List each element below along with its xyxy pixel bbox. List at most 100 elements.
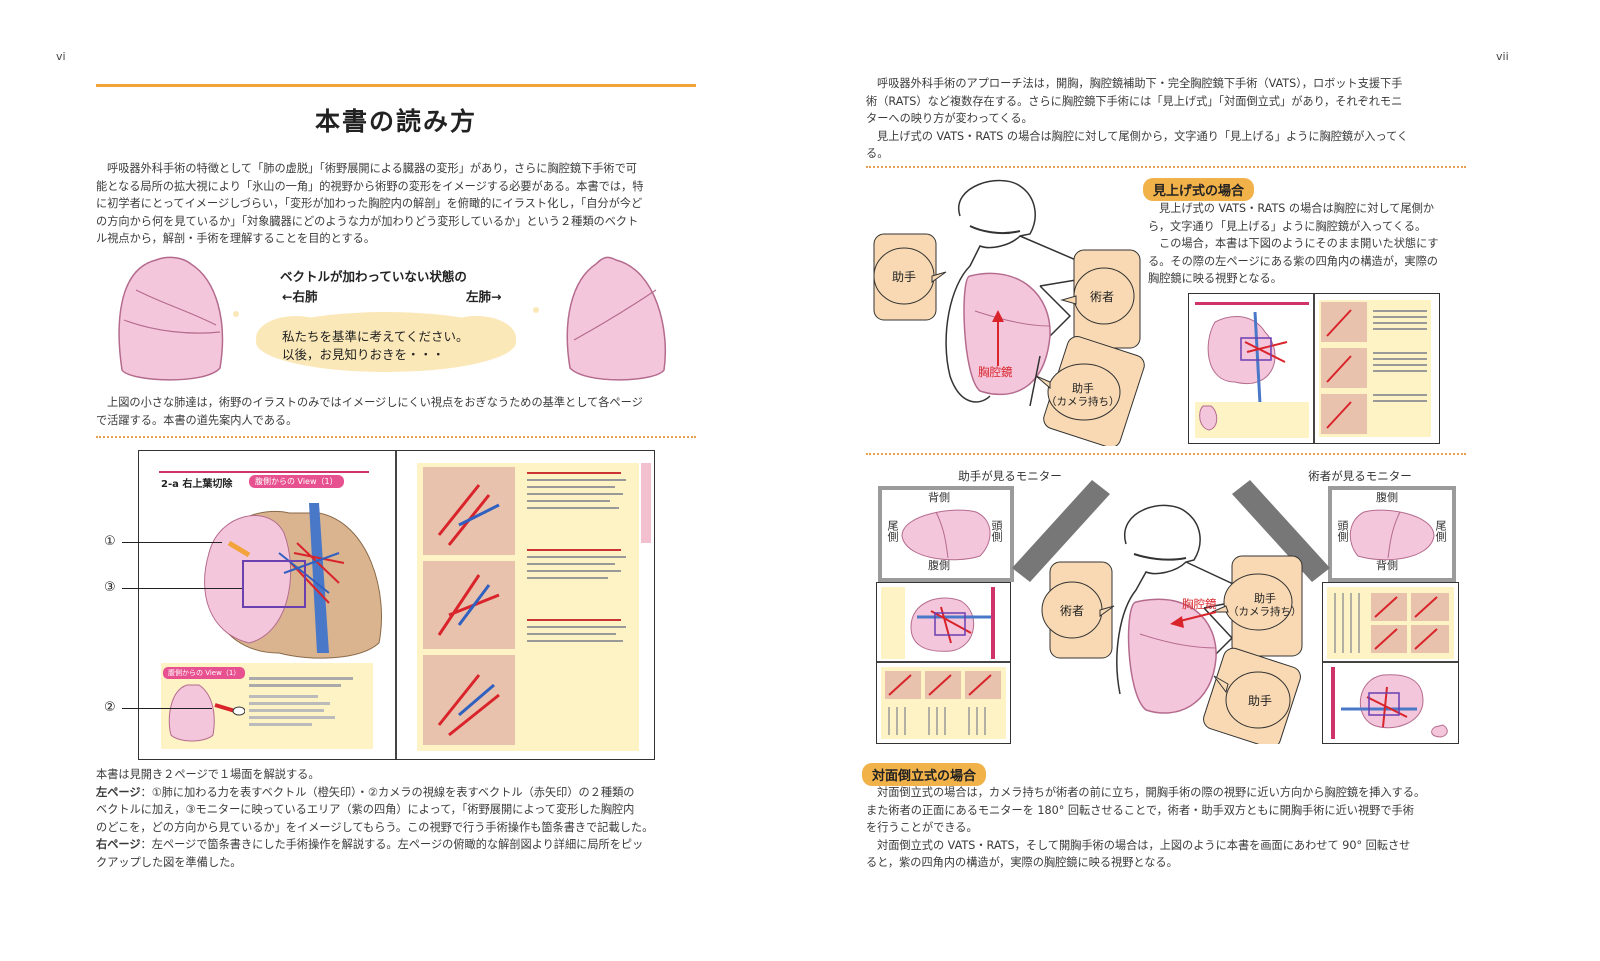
taimen-assistant-label: 助手 bbox=[1248, 694, 1273, 708]
spread-anatomy-illustration bbox=[204, 503, 382, 659]
line-prefix: 左ページ bbox=[96, 785, 141, 799]
left-lung-label: 左肺→ bbox=[466, 289, 502, 304]
dotted-divider bbox=[866, 166, 1466, 168]
intro-line: ル視点から，解剖・手術を理解することを目的とする。 bbox=[96, 232, 376, 246]
intro-line: の方向から何を見ているか」「対象臓器にどのような力が加わりどう変形しているか」と… bbox=[96, 214, 639, 228]
miage-line: 見上げ式の VATS・RATS の場合は胸腔に対して尾側か bbox=[1159, 202, 1435, 215]
right-intro-line: 術（RATS）など複数存在する。さらに胸腔鏡下手術には「見上げ式」「対面倒立式」… bbox=[866, 94, 1403, 108]
taimen-line: 対面倒立式の VATS・RATS，そして開胸手術の場合は，上図のように本書を画面… bbox=[877, 838, 1411, 852]
small-lung-paragraph: 上図の小さな肺達は，術野のイラストのみではイメージしにくい視点をおぎなうための基… bbox=[96, 394, 716, 429]
miage-line: る。その際の左ページにある紫の四角内の構造が，実際の bbox=[1148, 254, 1438, 268]
spread-gutter bbox=[395, 451, 397, 759]
miage-line: 胸腔鏡に映る視野となる。 bbox=[1148, 272, 1282, 286]
marker-3: ③ bbox=[104, 580, 116, 595]
spread-detail-images bbox=[423, 467, 515, 745]
marker-3-leader bbox=[122, 588, 242, 589]
right-lung-label: ←右肺 bbox=[282, 289, 318, 304]
miage-paragraph: 見上げ式の VATS・RATS の場合は胸腔に対して尾側か ら，文字通り「見上げ… bbox=[1148, 200, 1478, 288]
line-prefix: 右ページ bbox=[96, 838, 141, 852]
dotted-divider bbox=[866, 453, 1466, 455]
miage-assistant-label: 助手 bbox=[892, 270, 917, 284]
dir-top: 背側 bbox=[928, 491, 950, 504]
inset-lung-with-eye bbox=[168, 684, 245, 742]
small-lung-line: で活躍する。本書の道先案内人である。 bbox=[96, 413, 298, 427]
taimen-surgeon-label: 術者 bbox=[1060, 604, 1085, 618]
intro-line: に初学者にとってイメージしづらい，「変形が加わった胸腔内の解剖」を俯瞰的にイラス… bbox=[96, 197, 643, 211]
intro-line: 能となる局所の拡大視により「氷山の一角」的視野から術野の変形をイメージする必要が… bbox=[96, 179, 644, 193]
surgeon-monitor-label: 術者が見るモニター bbox=[1308, 469, 1412, 483]
assistant-book-thumbnail bbox=[876, 582, 1011, 744]
lung-caption-title: ベクトルが加わっていない状態の bbox=[280, 269, 467, 284]
dir-right: 尾側 bbox=[1434, 520, 1447, 542]
bottom-line: ベクトルに加え，③モニターに映っているエリア（紫の四角）によって，「術野展開によ… bbox=[96, 803, 635, 817]
inset-view-tag: 腹側からの View（1） bbox=[163, 667, 246, 679]
spread-thumb-tab bbox=[641, 463, 651, 543]
assistant-monitor bbox=[878, 486, 1014, 582]
miage-scope-label: 胸腔鏡 bbox=[978, 365, 1013, 379]
dir-bottom: 背側 bbox=[1376, 559, 1398, 572]
spread-view-tag: 腹側からの View（1） bbox=[249, 475, 344, 488]
taimen-line: 対面倒立式の場合は，カメラ持ちが術者の前に立ち，開胸手術の際の視野に近い方向から… bbox=[877, 786, 1426, 799]
page-number-right: vii bbox=[1496, 50, 1509, 63]
marker-1-leader bbox=[122, 542, 222, 543]
cloud-line-1: 私たちを基準に考えてください。 bbox=[282, 329, 469, 344]
miage-line: この場合，本書は下図のようにそのまま開いた状態にす bbox=[1159, 237, 1439, 251]
marker-1: ① bbox=[104, 534, 116, 549]
miage-line: ら，文字通り「見上げる」ように胸腔鏡が入ってくる。 bbox=[1148, 219, 1427, 233]
dir-bottom: 腹側 bbox=[928, 559, 950, 572]
bottom-line: のどこを，どの方向から見ているか」をイメージしてもらう。この視野で行う手術操作も… bbox=[96, 820, 654, 834]
intro-line: 呼吸器外科手術の特徴として「肺の虚脱」「術野展開による臓器の変形」があり，さらに… bbox=[107, 162, 637, 175]
dotted-divider bbox=[96, 436, 696, 438]
spread-header: 2-a 右上葉切除 bbox=[161, 479, 233, 490]
surgeon-book-thumbnail bbox=[1322, 582, 1459, 744]
intro-paragraph: 呼吸器外科手術の特徴として「肺の虚脱」「術野展開による臓器の変形」があり，さらに… bbox=[96, 160, 716, 248]
surgeon-monitor bbox=[1328, 486, 1456, 582]
dir-top: 腹側 bbox=[1376, 491, 1398, 504]
reference-lungs-figure bbox=[118, 256, 667, 381]
bottom-line: ：左ページで箇条書きにした手術操作を解説する。左ページの俯瞰的な解剖図より詳細に… bbox=[140, 838, 644, 852]
sample-spread: 2-a 右上葉切除 腹側からの View（1） 腹側からの View（1） bbox=[138, 450, 655, 760]
taimen-camera-label-2: （カメラ持ち） bbox=[1228, 606, 1302, 618]
title-rule bbox=[96, 84, 696, 87]
taimen-line: また術者の正面にあるモニターを 180° 回転させることで，術者・助手双方ともに… bbox=[866, 803, 1414, 817]
speech-cloud bbox=[233, 307, 539, 372]
right-intro-line: 見上げ式の VATS・RATS の場合は胸腔に対して尾側から，文字通り「見上げる… bbox=[877, 129, 1409, 143]
page-title: 本書の読み方 bbox=[314, 107, 477, 136]
spread-right-text bbox=[527, 469, 631, 647]
miage-camera-label-1: 助手 bbox=[1072, 382, 1094, 395]
assistant-monitor-label: 助手が見るモニター bbox=[958, 469, 1062, 483]
miage-surgeon-label: 術者 bbox=[1090, 290, 1115, 304]
dir-right: 頭側 bbox=[990, 520, 1003, 542]
miage-camera-label-2: （カメラ持ち） bbox=[1046, 396, 1120, 408]
taimen-line: を行うことができる。 bbox=[866, 821, 978, 835]
assistant-monitor-stand bbox=[1012, 480, 1110, 582]
dir-left: 尾側 bbox=[886, 520, 899, 542]
page-number-left: vi bbox=[56, 50, 66, 63]
taimen-line: ると，紫の四角内の構造が，実際の胸腔鏡に映る視野となる。 bbox=[866, 856, 1178, 870]
right-intro-line: 呼吸器外科手術のアプローチ法は，開胸，胸腔鏡補助下・完全胸腔鏡下手術（VATS）… bbox=[877, 77, 1403, 90]
miage-badge: 見上げ式の場合 bbox=[1143, 178, 1255, 201]
right-intro-line: る。 bbox=[866, 147, 889, 161]
taimen-surgery-illustration bbox=[1041, 504, 1303, 744]
taimen-badge: 対面倒立式の場合 bbox=[862, 763, 987, 786]
bottom-line: ：①肺に加わる力を表すベクトル（橙矢印）・②カメラの視線を表すベクトル（赤矢印）… bbox=[140, 785, 635, 799]
spread-header-rule bbox=[159, 471, 369, 473]
right-intro-line: ターへの映り方が変わってくる。 bbox=[866, 112, 1033, 126]
marker-2-leader bbox=[122, 708, 212, 709]
taimen-camera-label-1: 助手 bbox=[1254, 592, 1276, 605]
miage-surgery-illustration bbox=[873, 179, 1145, 446]
miage-book-thumbnail bbox=[1188, 293, 1440, 444]
bottom-line: クアップした図を準備した。 bbox=[96, 855, 242, 869]
dir-left: 頭側 bbox=[1336, 520, 1349, 542]
marker-2: ② bbox=[104, 700, 116, 715]
right-intro-paragraph: 呼吸器外科手術のアプローチ法は，開胸，胸腔鏡補助下・完全胸腔鏡下手術（VATS）… bbox=[866, 75, 1476, 163]
bottom-paragraph: 本書は見開き２ページで１場面を解説する。 左ページ：①肺に加わる力を表すベクトル… bbox=[96, 766, 716, 872]
inset-text-block bbox=[249, 673, 364, 730]
right-lung-illustration bbox=[118, 256, 224, 381]
left-lung-illustration bbox=[566, 256, 667, 381]
small-lung-line: 上図の小さな肺達は，術野のイラストのみではイメージしにくい視点をおぎなうための基… bbox=[107, 396, 643, 409]
cloud-line-2: 以後，お見知りおきを・・・ bbox=[282, 347, 445, 362]
taimen-paragraph: 対面倒立式の場合は，カメラ持ちが術者の前に立ち，開胸手術の際の視野に近い方向から… bbox=[866, 784, 1476, 872]
bottom-line: 本書は見開き２ページで１場面を解説する。 bbox=[96, 768, 320, 781]
surgeon-monitor-stand bbox=[1232, 480, 1330, 582]
